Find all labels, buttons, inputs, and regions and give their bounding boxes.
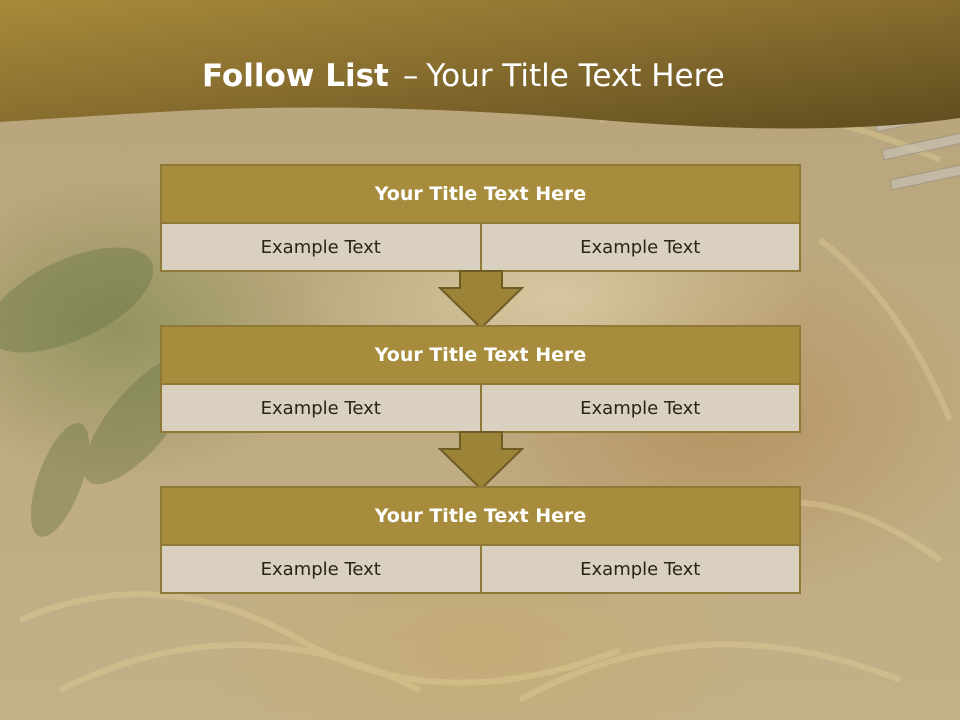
block-title: Your Title Text Here xyxy=(162,166,799,224)
down-arrow-2 xyxy=(438,431,524,491)
block-row: Example Text Example Text xyxy=(162,224,799,270)
flow-block-3: Your Title Text Here Example Text Exampl… xyxy=(160,486,801,594)
block-cell-right: Example Text xyxy=(479,224,799,270)
slide-title-dash: – xyxy=(402,58,419,94)
block-cell-right: Example Text xyxy=(479,385,799,431)
flow-block-2: Your Title Text Here Example Text Exampl… xyxy=(160,325,801,433)
slide-title-bold: Follow List xyxy=(202,58,389,94)
block-title: Your Title Text Here xyxy=(162,488,799,546)
flow-block-1: Your Title Text Here Example Text Exampl… xyxy=(160,164,801,272)
block-row: Example Text Example Text xyxy=(162,385,799,431)
block-cell-left: Example Text xyxy=(162,224,480,270)
block-title: Your Title Text Here xyxy=(162,327,799,385)
block-cell-left: Example Text xyxy=(162,546,480,592)
title-band xyxy=(0,0,960,129)
block-cell-right: Example Text xyxy=(479,546,799,592)
block-cell-left: Example Text xyxy=(162,385,480,431)
slide-title: Follow List–Your Title Text Here xyxy=(202,54,725,98)
down-arrow-1 xyxy=(438,270,524,330)
slide-title-rest: Your Title Text Here xyxy=(426,58,725,94)
block-row: Example Text Example Text xyxy=(162,546,799,592)
